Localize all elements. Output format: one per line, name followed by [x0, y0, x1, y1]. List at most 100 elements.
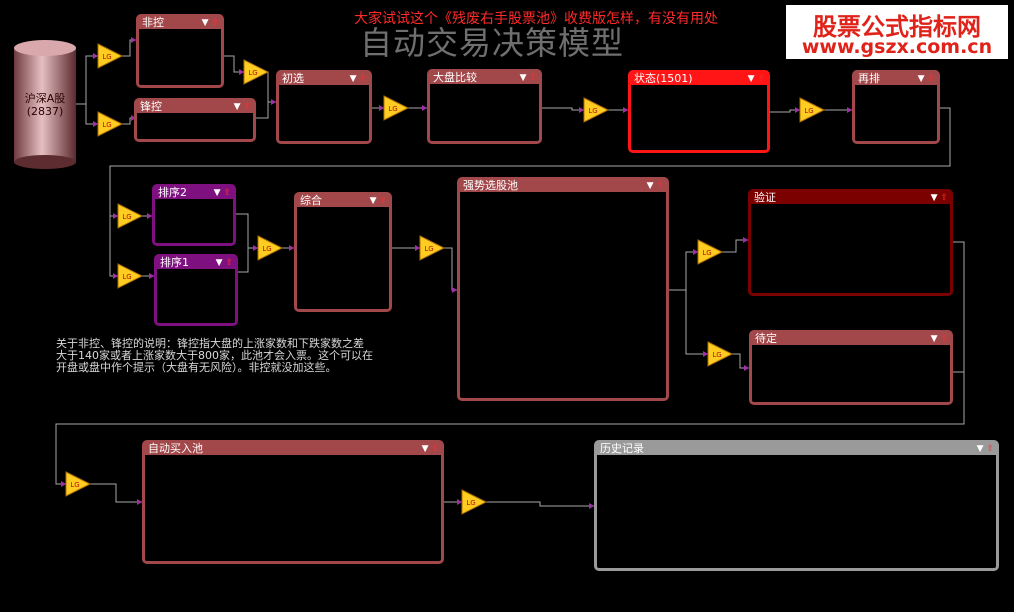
up-arrow-icon[interactable]: ⇧: [940, 193, 948, 203]
dropdown-icon[interactable]: ▼: [930, 334, 938, 344]
dropdown-icon[interactable]: ▼: [747, 74, 755, 84]
database-icon[interactable]: [14, 40, 76, 170]
pool-qiangshi[interactable]: 强势选股池 ▼ ⇧: [457, 177, 669, 401]
gate-label: LG: [122, 213, 131, 221]
arrow-head: [137, 499, 142, 505]
up-arrow-icon[interactable]: ⇧: [211, 18, 219, 28]
pool-paixu2[interactable]: 排序2 ▼ ⇧: [152, 184, 236, 246]
arrow-head: [422, 105, 427, 111]
arrow-head: [703, 351, 708, 357]
gate-label: LG: [702, 249, 711, 257]
pool-header: 锋控 ▼ ⇧: [137, 100, 253, 113]
pool-zaipai[interactable]: 再排 ▼ ⇧: [852, 70, 940, 144]
logic-gate-icon[interactable]: LG: [65, 471, 92, 497]
arrow-head: [623, 107, 628, 113]
arrow-head: [289, 245, 294, 251]
dropdown-icon[interactable]: ▼: [976, 444, 984, 454]
dropdown-icon[interactable]: ▼: [215, 258, 223, 268]
dropdown-icon[interactable]: ▼: [930, 193, 938, 203]
up-arrow-icon[interactable]: ⇧: [223, 188, 231, 198]
logic-gate-icon[interactable]: LG: [97, 43, 124, 69]
pool-zonghe[interactable]: 综合 ▼ ⇧: [294, 192, 392, 312]
logic-gate-icon[interactable]: LG: [383, 95, 410, 121]
pool-dapan[interactable]: 大盘比较 ▼ ⇧: [427, 69, 542, 144]
pool-zidong[interactable]: 自动买入池 ▼ ⇧: [142, 440, 444, 564]
arrow-head: [147, 213, 152, 219]
dropdown-icon[interactable]: ▼: [349, 74, 357, 84]
pool-title: 自动买入池: [148, 442, 203, 455]
pool-header: 综合 ▼ ⇧: [297, 194, 389, 207]
pool-title: 非控: [142, 16, 164, 29]
arrow-head: [93, 53, 98, 59]
up-arrow-icon[interactable]: ⇧: [927, 74, 935, 84]
up-arrow-icon[interactable]: ⇧: [431, 444, 439, 454]
pool-feikong[interactable]: 非控 ▼ ⇧: [136, 14, 224, 88]
source-label: 沪深A股 (2837): [14, 92, 76, 118]
pool-header: 再排 ▼ ⇧: [855, 72, 937, 85]
pool-title: 再排: [858, 72, 880, 85]
pool-title: 强势选股池: [463, 179, 518, 192]
pool-title: 大盘比较: [433, 71, 477, 84]
site-logo[interactable]: 股票公式指标网 www.gszx.com.cn: [786, 5, 1008, 59]
up-arrow-icon[interactable]: ⇧: [529, 73, 537, 83]
promo-banner[interactable]: 大家试试这个《残废右手股票池》收费版怎样，有没有用处: [354, 11, 718, 27]
explanation-note: 关于非控、锋控的说明：锋控指大盘的上涨家数和下跌家数之差大于140家或者上涨家数…: [56, 337, 373, 374]
gate-label: LG: [712, 351, 721, 359]
arrow-head: [693, 249, 698, 255]
pool-header: 验证 ▼ ⇧: [751, 191, 950, 204]
dropdown-icon[interactable]: ▼: [917, 74, 925, 84]
pool-header: 初选 ▼ ⇧: [279, 72, 369, 85]
pool-header: 大盘比较 ▼ ⇧: [430, 71, 539, 84]
up-arrow-icon[interactable]: ⇧: [656, 181, 664, 191]
up-arrow-icon[interactable]: ⇧: [379, 196, 387, 206]
logic-gate-icon[interactable]: LG: [257, 235, 284, 261]
pool-chuxuan[interactable]: 初选 ▼ ⇧: [276, 70, 372, 144]
pool-yanzheng[interactable]: 验证 ▼ ⇧: [748, 189, 953, 296]
pool-title: 状态(1501): [634, 72, 693, 85]
dropdown-icon[interactable]: ▼: [421, 444, 429, 454]
up-arrow-icon[interactable]: ⇧: [243, 102, 251, 112]
logic-gate-icon[interactable]: LG: [97, 111, 124, 137]
up-arrow-icon[interactable]: ⇧: [940, 334, 948, 344]
pool-fengkong[interactable]: 锋控 ▼ ⇧: [134, 98, 256, 142]
pool-daiding[interactable]: 待定 ▼ ⇧: [749, 330, 953, 405]
arrow-head: [149, 273, 154, 279]
dropdown-icon[interactable]: ▼: [646, 181, 654, 191]
up-arrow-icon[interactable]: ⇧: [757, 74, 765, 84]
source-name: 沪深A股: [24, 92, 66, 105]
pool-paixu1[interactable]: 排序1 ▼ ⇧: [154, 254, 238, 326]
logic-gate-icon[interactable]: LG: [243, 59, 270, 85]
logic-gate-icon[interactable]: LG: [583, 97, 610, 123]
up-arrow-icon[interactable]: ⇧: [986, 444, 994, 454]
pool-header: 历史记录 ▼ ⇧: [597, 442, 996, 455]
logic-gate-icon[interactable]: LG: [799, 97, 826, 123]
arrow-head: [253, 245, 258, 251]
pool-zhuangtai[interactable]: 状态(1501) ▼ ⇧: [628, 70, 770, 153]
arrow-head: [457, 499, 462, 505]
up-arrow-icon[interactable]: ⇧: [225, 258, 233, 268]
gate-label: LG: [804, 107, 813, 115]
dropdown-icon[interactable]: ▼: [369, 196, 377, 206]
up-arrow-icon[interactable]: ⇧: [359, 74, 367, 84]
logic-gate-icon[interactable]: LG: [117, 203, 144, 229]
gate-label: LG: [122, 273, 131, 281]
pool-header: 状态(1501) ▼ ⇧: [631, 72, 767, 85]
dropdown-icon[interactable]: ▼: [213, 188, 221, 198]
logic-gate-icon[interactable]: LG: [117, 263, 144, 289]
dropdown-icon[interactable]: ▼: [519, 73, 527, 83]
logic-gate-icon[interactable]: LG: [697, 239, 724, 265]
arrow-head: [271, 99, 276, 105]
gate-label: LG: [102, 121, 111, 129]
arrow-head: [415, 245, 420, 251]
pool-header: 强势选股池 ▼ ⇧: [460, 179, 666, 192]
arrow-head: [579, 107, 584, 113]
pool-lishi[interactable]: 历史记录 ▼ ⇧: [594, 440, 999, 571]
dropdown-icon[interactable]: ▼: [233, 102, 241, 112]
logic-gate-icon[interactable]: LG: [707, 341, 734, 367]
logic-gate-icon[interactable]: LG: [419, 235, 446, 261]
logic-gate-icon[interactable]: LG: [461, 489, 488, 515]
dropdown-icon[interactable]: ▼: [201, 18, 209, 28]
logo-text: 股票公式指标网: [813, 13, 981, 41]
pool-title: 初选: [282, 72, 304, 85]
